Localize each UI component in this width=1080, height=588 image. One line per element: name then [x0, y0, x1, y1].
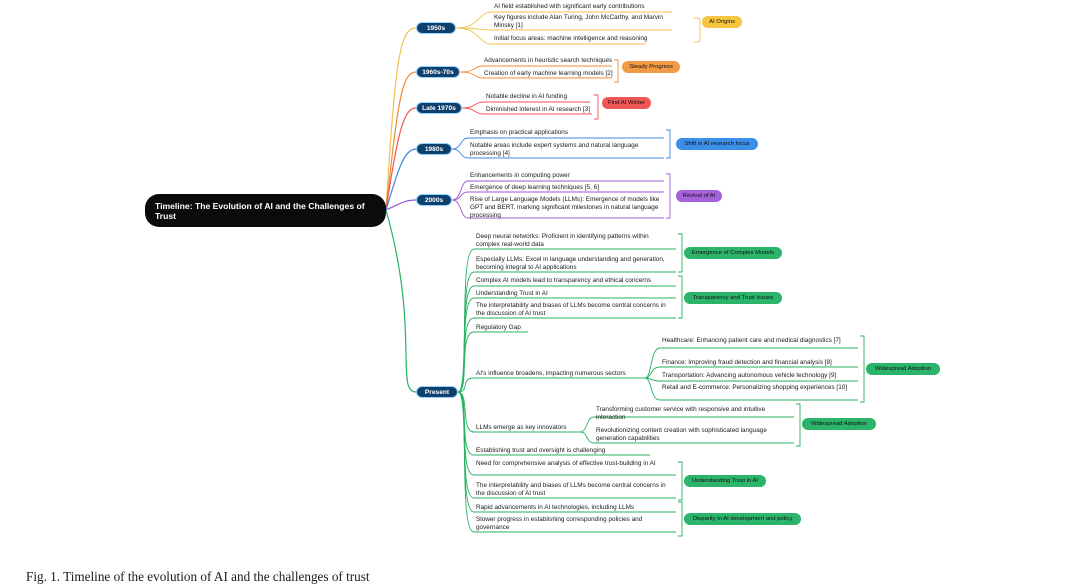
connector-late1970s [385, 107, 417, 211]
item-present-3: Complex AI models lead to transparency a… [476, 277, 652, 284]
branches-1950s [455, 11, 701, 45]
item-llm-1: Transforming customer service with respo… [596, 406, 766, 421]
tag-transparency-and-trust-issues: Transparency and Trust Issues [684, 292, 782, 304]
branches-1960s [459, 59, 619, 83]
root-node: Timeline: The Evolution of AI and the Ch… [145, 194, 386, 227]
era-2000s: 2000s [416, 194, 452, 206]
tag-shift-in-ai-research-focus: Shift in AI research focus [676, 138, 758, 150]
item-late1970s-1: Notable decline in AI funding [486, 93, 568, 100]
era-1980s: 1980s [416, 143, 452, 155]
era-late-1970s: Late 1970s [416, 102, 462, 114]
item-present-7: AI's influence broadens, impacting numer… [476, 370, 626, 377]
connector-1960s [385, 71, 417, 211]
tag-steady-progress: Steady Progress [622, 61, 680, 73]
item-present-2: Especially LLMs: Excel in language under… [476, 256, 665, 271]
item-1960s-1: Advancements in heuristic search techniq… [484, 57, 613, 64]
item-2000s-3: Rise of Large Language Models (LLMs): Em… [470, 196, 660, 219]
item-1960s-2: Creation of early machine learning model… [484, 70, 613, 77]
era-1960s-70s: 1960s-70s [416, 66, 460, 78]
branches-2000s [451, 173, 671, 219]
item-sector-4: Retail and E-commerce: Personalizing sho… [662, 384, 848, 391]
tag-first-ai-winter: First AI Winter [602, 97, 651, 109]
tag-revival-of-ai: Revival of AI [676, 190, 722, 202]
item-2000s-2: Emergence of deep learning techniques [5… [470, 184, 599, 191]
item-present-1: Deep neural networks: Proficient in iden… [476, 233, 649, 248]
branches-present [457, 233, 865, 537]
item-sector-3: Transportation: Advancing autonomous veh… [662, 372, 837, 379]
item-present-8: LLMs emerge as key innovators [476, 424, 567, 431]
item-1950s-2: Key figures include Alan Turing, John Mc… [494, 14, 663, 29]
item-sector-2: Finance: Improving fraud detection and f… [662, 359, 832, 366]
item-present-5: The interpretability and biases of LLMs … [476, 302, 666, 317]
item-present-6: Regulatory Gap [476, 324, 521, 331]
connector-present [385, 209, 417, 393]
item-present-9: Establishing trust and oversight is chal… [476, 447, 606, 454]
item-sector-1: Healthcare: Enhancing patient care and m… [662, 337, 841, 344]
item-1980s-1: Emphasis on practical applications [470, 129, 569, 136]
item-2000s-1: Enhancements in computing power [470, 172, 570, 179]
branches-1980s [451, 129, 671, 159]
item-1980s-2: Notable areas include expert systems and… [470, 142, 639, 157]
connector-1980s [385, 148, 417, 211]
item-present-4: Understanding Trust in AI [476, 290, 548, 297]
tag-widespread-adoption-llms: Widespread Adoption [802, 418, 876, 430]
era-1950s: 1950s [416, 22, 456, 34]
figure-caption: Fig. 1. Timeline of the evolution of AI … [26, 569, 370, 584]
tag-emergence-of-complex-models: Emergence of Complex Models [684, 247, 782, 259]
branches-late1970s [461, 94, 599, 120]
item-present-11: The interpretability and biases of LLMs … [476, 482, 666, 497]
tag-disparity-in-ai-development-and-policy: Disparity in AI development and policy [684, 513, 801, 525]
item-late1970s-2: Diminished interest in AI research [3] [486, 106, 591, 113]
connector-2000s [385, 199, 417, 211]
item-present-13: Slower progress in establishing correspo… [476, 516, 643, 531]
tag-widespread-adoption-sectors: Widespread Adoption [866, 363, 940, 375]
item-present-10: Need for comprehensive analysis of effec… [476, 460, 656, 467]
connector-1950s [385, 27, 417, 211]
item-llm-2: Revolutionizing content creation with so… [596, 427, 767, 442]
era-present: Present [416, 386, 458, 398]
item-1950s-1: AI field established with significant ea… [494, 3, 645, 10]
tag-understanding-trust-in-ai: Understanding Trust in AI [684, 475, 766, 487]
tag-ai-origins: AI Origins [702, 16, 742, 28]
item-present-12: Rapid advancements in AI technologies, i… [476, 504, 635, 511]
item-1950s-3: Initial focus areas: machine intelligenc… [494, 35, 648, 42]
